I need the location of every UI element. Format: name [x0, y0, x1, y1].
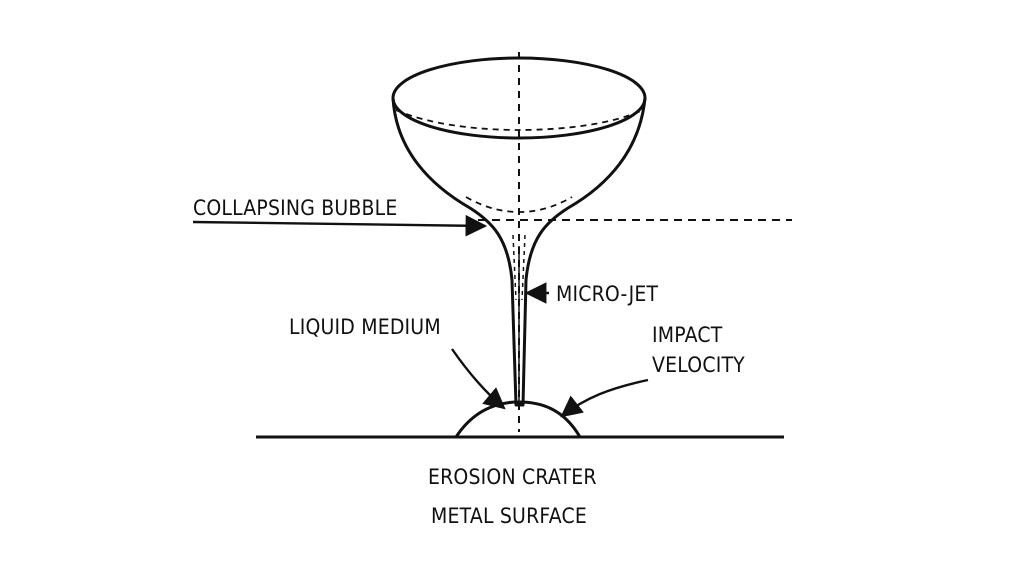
label-micro-jet: MICRO-JET [556, 282, 659, 306]
leader-liquid-medium [451, 348, 506, 410]
bubble-lower-contour [465, 196, 573, 213]
jet-dashed-edge-left [512, 234, 517, 301]
label-metal-surface: METAL SURFACE [431, 504, 587, 528]
label-erosion-crater: EROSION CRATER [428, 465, 597, 489]
leader-collapsing-bubble [192, 214, 488, 237]
label-liquid-medium: LIQUID MEDIUM [289, 315, 441, 339]
label-velocity: VELOCITY [652, 353, 745, 377]
bubble-rim [391, 56, 647, 140]
jet-dashed-edge-right [521, 234, 526, 301]
label-impact: IMPACT [652, 323, 723, 347]
leader-impact-velocity [560, 378, 649, 418]
label-collapsing-bubble: COLLAPSING BUBBLE [193, 196, 398, 220]
bubble-inner-level [395, 109, 644, 131]
